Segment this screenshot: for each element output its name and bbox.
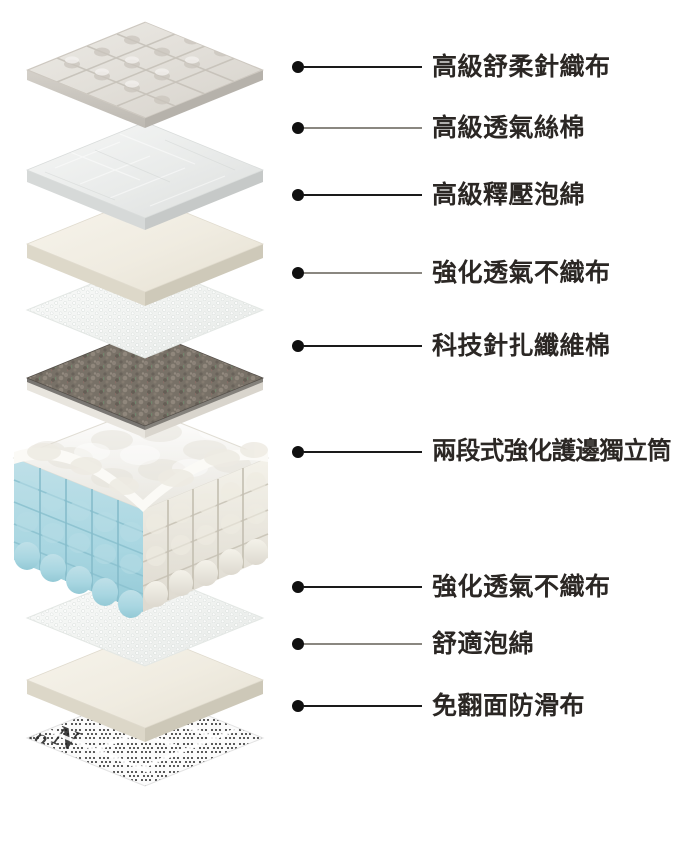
leader-dot (292, 340, 304, 352)
mattress-layer-stack: N RO (0, 0, 290, 840)
leader-dot (292, 581, 304, 593)
layer-stack-svg: N RO (12, 21, 270, 787)
leader-dot (292, 267, 304, 279)
label-reinforced-breathable-nonwoven-bottom: 強化透氣不織布 (432, 573, 611, 601)
leader-line (304, 705, 422, 707)
leader-line (304, 272, 422, 274)
leader-no-flip-anti-slip-fabric (292, 700, 422, 712)
leader-dot (292, 61, 304, 73)
label-two-stage-reinforced-edge-pocket-spring: 兩段式強化護邊獨立筒 (432, 438, 672, 465)
leader-tech-needle-punched-fiber-cotton (292, 340, 422, 352)
leader-reinforced-breathable-nonwoven-top (292, 267, 422, 279)
label-no-flip-anti-slip-fabric: 免翻面防滑布 (432, 692, 586, 720)
leader-premium-pressure-relief-foam (292, 189, 422, 201)
leader-line (304, 66, 422, 68)
label-reinforced-breathable-nonwoven-top: 強化透氣不織布 (432, 259, 611, 287)
label-premium-knit-fabric: 高級舒柔針織布 (432, 53, 611, 81)
leader-line (304, 127, 422, 129)
leader-reinforced-breathable-nonwoven-bottom (292, 581, 422, 593)
leader-line (304, 345, 422, 347)
leader-line (304, 643, 422, 645)
label-premium-breathable-silk-cotton: 高級透氣絲棉 (432, 114, 586, 142)
label-comfort-foam: 舒適泡綿 (432, 630, 535, 658)
layer-comfort-foam (25, 631, 265, 742)
leader-line (304, 194, 422, 196)
leader-dot (292, 700, 304, 712)
leader-line (304, 451, 422, 453)
leader-premium-knit-fabric (292, 61, 422, 73)
leader-two-stage-reinforced-edge-pocket-spring (292, 446, 422, 458)
label-tech-needle-punched-fiber-cotton: 科技針扎纖維棉 (432, 332, 611, 360)
layer-pressure-relief-foam (25, 195, 265, 306)
label-premium-pressure-relief-foam: 高級釋壓泡綿 (432, 181, 586, 209)
leader-comfort-foam (292, 638, 422, 650)
layer-silk-cotton (25, 121, 265, 230)
leader-dot (292, 122, 304, 134)
layer-pocket-spring-unit (12, 407, 270, 618)
leader-dot (292, 446, 304, 458)
leader-dot (292, 638, 304, 650)
leader-premium-breathable-silk-cotton (292, 122, 422, 134)
layer-quilted-knit-top (25, 21, 265, 128)
leader-line (304, 586, 422, 588)
leader-dot (292, 189, 304, 201)
